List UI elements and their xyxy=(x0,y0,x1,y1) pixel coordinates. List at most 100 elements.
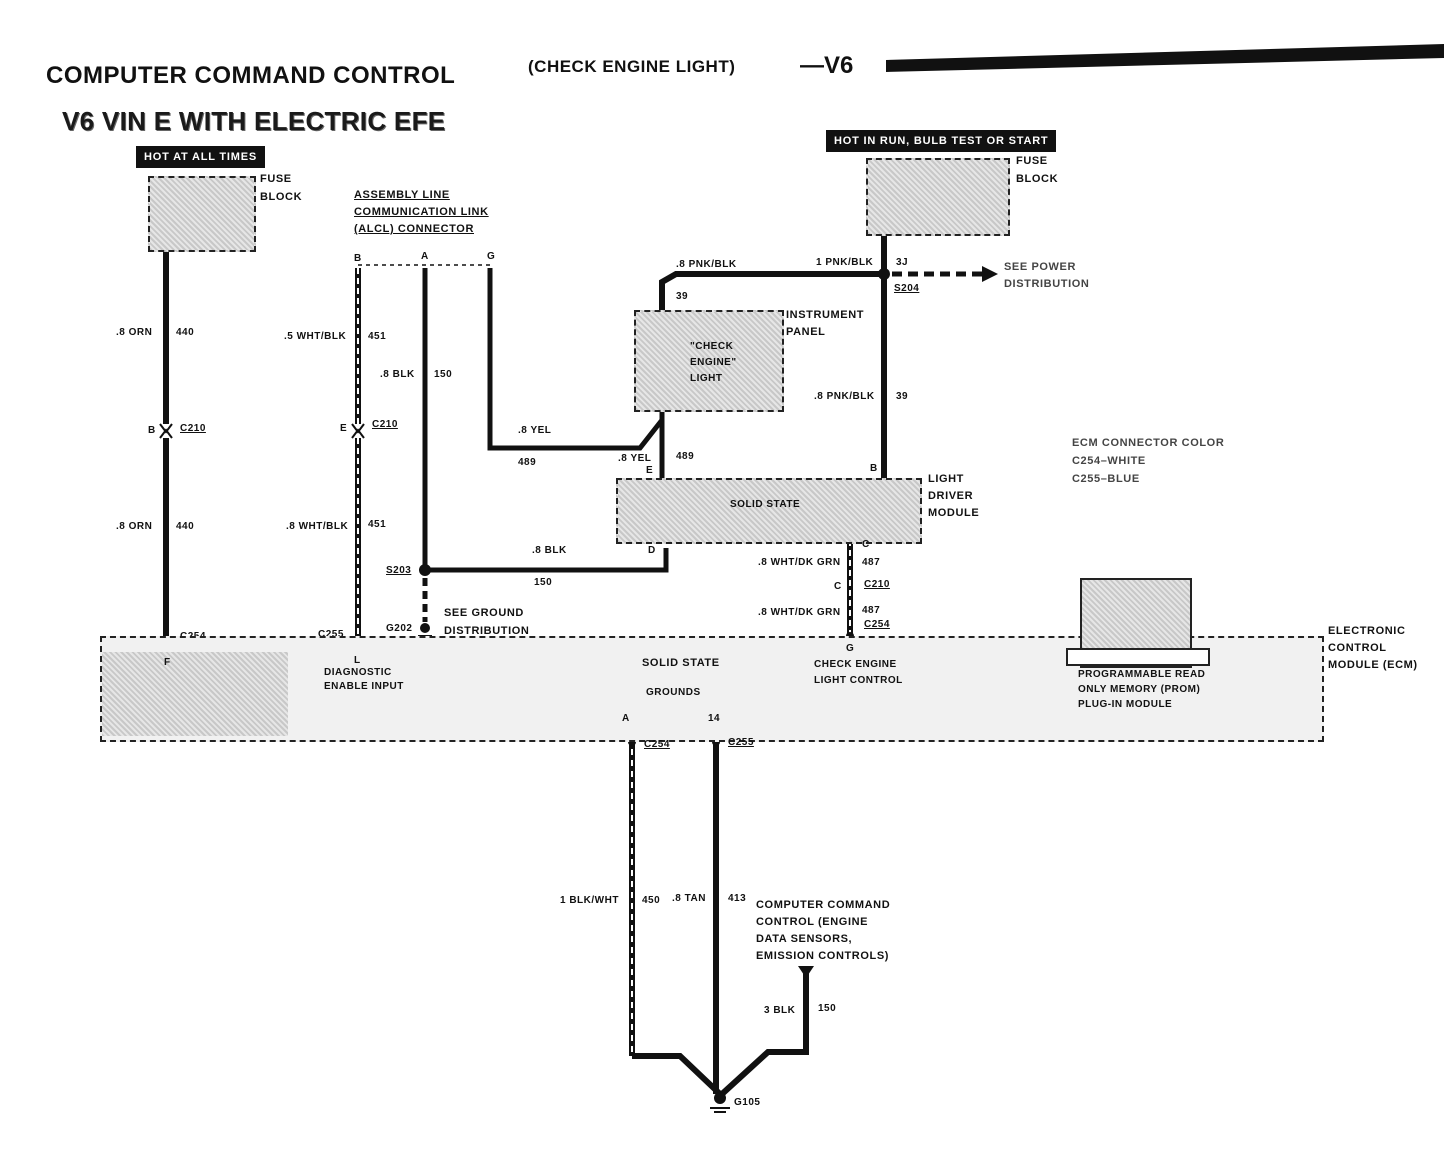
ldm-label-1: LIGHT xyxy=(928,473,964,485)
wire-yel-1-ckt: 489 xyxy=(518,457,537,468)
wire-pnkblk-2-label: 1 PNK/BLK xyxy=(816,257,874,268)
wire-blkwht-label: 1 BLK/WHT xyxy=(560,895,619,906)
fuse-block-left-label-1: FUSE xyxy=(260,173,292,185)
g105-label: G105 xyxy=(734,1097,761,1108)
wire-yel-2-ckt: 489 xyxy=(676,451,695,462)
ldm-pin-b: B xyxy=(870,463,878,474)
ecm-prom-2: ONLY MEMORY (PROM) xyxy=(1078,684,1201,695)
ecm-grounds: GROUNDS xyxy=(646,687,701,698)
ecm-label-1: ELECTRONIC xyxy=(1328,625,1406,637)
wire-tan-label: .8 TAN xyxy=(672,893,706,904)
c210-label-c: C210 xyxy=(864,579,890,590)
wire-blk3-label: 3 BLK xyxy=(764,1005,796,1016)
c210-label-a: C210 xyxy=(180,423,206,434)
wire-whtblk-bot-ckt: 451 xyxy=(368,519,387,530)
wire-orn-bot-label: .8 ORN xyxy=(116,521,153,532)
ground-note-1: SEE GROUND xyxy=(444,607,524,619)
wire-whtblk-top-ckt: 451 xyxy=(368,331,387,342)
alcl-label-2: COMMUNICATION LINK xyxy=(354,206,489,218)
ecm-diag-1: DIAGNOSTIC xyxy=(324,667,392,678)
c210-pin-e: E xyxy=(340,423,348,434)
ccc-note-4: EMISSION CONTROLS) xyxy=(756,950,890,962)
ecm-color-1: ECM CONNECTOR COLOR xyxy=(1072,437,1225,449)
c210-pin-c-top: C xyxy=(862,539,870,550)
bulb-label-1: "CHECK xyxy=(690,341,734,352)
wire-whtdkgrn-1-label: .8 WHT/DK GRN xyxy=(758,557,841,568)
wire-yel-1-label: .8 YEL xyxy=(518,425,552,436)
wire-blk-wht-down xyxy=(632,1053,723,1097)
wire-orn-bot-ckt: 440 xyxy=(176,521,195,532)
fuse-block-right xyxy=(866,158,1010,236)
ecm-pin-a: A xyxy=(622,713,630,724)
diagram-title: COMPUTER COMMAND CONTROL xyxy=(46,62,456,89)
ecm-pin-f: F xyxy=(164,657,171,668)
ldm-inside: SOLID STATE xyxy=(730,499,801,510)
ldm-label-2: DRIVER xyxy=(928,490,974,502)
c255-label-a: C255 xyxy=(318,629,344,640)
wire-blk-s203 xyxy=(425,548,669,573)
ccc-arrow xyxy=(798,966,814,978)
wire-pnkblk-3-ckt: 39 xyxy=(896,391,909,402)
prom-socket xyxy=(1066,648,1210,666)
c210-pin-c: C xyxy=(834,581,842,592)
wire-orn-top-label: .8 ORN xyxy=(116,327,153,338)
diagram-title-paren: (CHECK ENGINE LIGHT) xyxy=(528,57,736,76)
ecm-color-3: C255–BLUE xyxy=(1072,473,1140,485)
wire-whtblk-top-label: .5 WHT/BLK xyxy=(284,331,347,342)
wire-pnkblk-3-label: .8 PNK/BLK xyxy=(814,391,875,402)
header-rule xyxy=(886,44,1444,72)
c254-label-c: C254 xyxy=(864,619,890,630)
wire-blk3-ckt: 150 xyxy=(818,1003,837,1014)
c210-pin-b: B xyxy=(148,425,156,436)
alcl-pin-a: A xyxy=(421,251,429,262)
wire-tan-ckt: 413 xyxy=(728,893,747,904)
fuse-block-left xyxy=(148,176,256,252)
wire-yel-2-label: .8 YEL xyxy=(618,453,652,464)
ecm-label-2: CONTROL xyxy=(1328,642,1387,654)
bulb-label-2: ENGINE" xyxy=(690,357,737,368)
wire-blk-150-g105 xyxy=(719,972,809,1097)
ecm-prom-1: PROGRAMMABLE READ xyxy=(1078,669,1206,680)
ecm-color-2: C254–WHITE xyxy=(1072,455,1146,467)
ecm-cel-2: LIGHT CONTROL xyxy=(814,675,903,686)
ccc-note-2: CONTROL (ENGINE xyxy=(756,916,869,928)
power-dist-1: SEE POWER xyxy=(1004,261,1077,273)
g202-ground xyxy=(420,623,430,633)
s204-label: S204 xyxy=(894,283,920,294)
wire-pnkblk-1-label: .8 PNK/BLK xyxy=(676,259,737,270)
ecm-shaded-left xyxy=(102,652,288,736)
wire-whtdkgrn-2-ckt: 487 xyxy=(862,605,881,616)
instrument-panel-box xyxy=(634,310,784,412)
fuse-block-right-label-1: FUSE xyxy=(1016,155,1048,167)
s203-label: S203 xyxy=(386,565,412,576)
c210-label-b: C210 xyxy=(372,419,398,430)
alcl-label-1: ASSEMBLY LINE xyxy=(354,189,450,201)
ground-note-2: DISTRIBUTION xyxy=(444,625,530,637)
wire-pnkblk-3j: 3J xyxy=(896,257,909,268)
light-driver-module-box xyxy=(616,478,922,544)
wire-whtdkgrn-1-ckt: 487 xyxy=(862,557,881,568)
wire-whtblk-bot-label: .8 WHT/BLK xyxy=(286,521,349,532)
ecm-label-3: MODULE (ECM) xyxy=(1328,659,1418,671)
wire-blk-s203-label: .8 BLK xyxy=(532,545,567,556)
subtitle: V6 VIN E WITH ELECTRIC EFE xyxy=(62,106,446,136)
power-dist-arrowhead xyxy=(982,266,998,282)
s204-splice xyxy=(878,268,890,280)
bulb-label-3: LIGHT xyxy=(690,373,723,384)
wire-blk150-label: .8 BLK xyxy=(380,369,415,380)
wire-pnk-blk-39 xyxy=(659,271,884,312)
alcl-pin-g: G xyxy=(487,251,496,262)
ecm-solid-state: SOLID STATE xyxy=(642,657,720,669)
fuse-block-left-label-2: BLOCK xyxy=(260,191,303,203)
alcl-label-3: (ALCL) CONNECTOR xyxy=(354,223,474,235)
alcl-pin-b: B xyxy=(354,253,362,264)
ecm-pin-l: L xyxy=(354,655,361,666)
power-dist-2: DISTRIBUTION xyxy=(1004,278,1090,290)
wire-blk150-ckt: 150 xyxy=(434,369,453,380)
ecm-pin-g: G xyxy=(846,643,855,654)
ecm-prom-3: PLUG-IN MODULE xyxy=(1078,699,1173,710)
ldm-pin-e: E xyxy=(646,465,654,476)
ldm-label-3: MODULE xyxy=(928,507,980,519)
ecm-pin-14: 14 xyxy=(708,713,721,724)
ccc-note-1: COMPUTER COMMAND xyxy=(756,899,891,911)
